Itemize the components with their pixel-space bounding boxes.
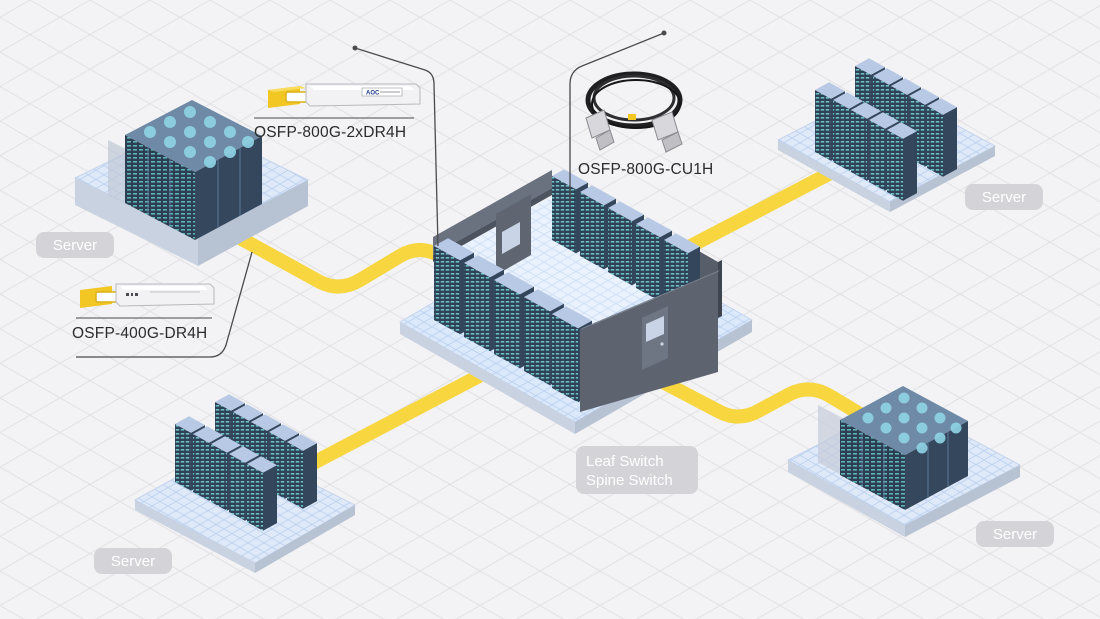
rack-top-face [251,414,281,431]
rack-top-face [855,58,885,75]
rack-top-face [664,233,700,254]
rack-top-face [494,272,534,295]
rack-front-face [287,442,303,509]
label-osfp-800g-2xdr4h: OSFP-800G-2xDR4H [254,124,406,141]
rack-front-face [494,280,520,369]
rack-top-face [552,306,592,329]
rack-front-face [552,176,576,254]
server-tag-top-right: Server [965,184,1043,210]
label-osfp-800g-cu1h: OSFP-800G-CU1H [578,161,713,178]
leader-800g-cable [569,32,665,202]
leader-dots [352,30,667,51]
rack-side-face [903,131,917,201]
server-tag-bottom-left: Server [94,548,172,574]
rack-top-face [229,446,259,463]
link-top-left [233,231,477,294]
rack-front-face [608,208,632,286]
server-tag-bottom-left-text: Server [111,553,155,570]
rack-top-face [269,424,299,441]
rack-front-face [193,434,209,501]
rack-front-face [434,246,460,335]
racks-center-back-row [552,169,700,318]
rack-front-face [247,464,263,531]
center-switch-tag: Leaf Switch Spine Switch [576,446,698,494]
leader-lines [76,32,665,358]
rack-front-face [524,297,550,386]
rack-top-face [608,201,644,222]
rack-top-face [636,217,672,238]
rack-side-face [303,443,317,509]
rack-top-face [464,255,504,278]
center-tag-spine-switch: Spine Switch [586,472,673,489]
rack-front-face [552,314,578,403]
rack-front-face [229,454,245,521]
racks-center-front-row [434,238,592,403]
server-tag-top-left: Server [36,232,114,258]
rack-top-face [215,394,245,411]
link-bottom-right [633,363,867,424]
rack-top-face [233,404,263,421]
server-tag-bottom-right: Server [976,521,1054,547]
rack-top-face [211,436,241,453]
rack-front-face [851,110,867,181]
rack-top-face [287,434,317,451]
osfp-400g-dr4h-module [80,283,215,308]
rack-front-face [175,424,191,491]
rack-side-face [943,107,957,177]
rack-top-face [909,88,939,105]
rack-side-face [263,465,277,531]
rack-front-face [211,444,227,511]
rack-front-face [869,120,885,191]
rack-front-face [815,90,831,161]
rack-top-face [580,185,616,206]
rack-front-face [833,100,849,171]
osfp-800g-2xdr4h-module: AOC [268,83,421,108]
rack-top-face [193,426,223,443]
rack-top-face [891,78,921,95]
rack-front-face [580,192,604,270]
rack-top-face [434,238,474,261]
link-bottom-left [293,358,507,477]
rack-top-face [175,416,205,433]
server-tag-top-right-text: Server [982,189,1026,206]
server-rack [287,434,317,509]
rack-front-face [636,224,660,302]
rack-top-face [869,112,899,129]
server-tag-top-left-text: Server [53,237,97,254]
rack-top-face [851,102,881,119]
label-osfp-400g-dr4h: OSFP-400G-DR4H [72,325,207,342]
rack-top-face [815,82,845,99]
rack-front-face [464,263,490,352]
osfp-800g-cu1h-cable [585,71,683,153]
rack-top-face [887,122,917,139]
rack-top-face [873,68,903,85]
rack-top-face [247,456,277,473]
rack-front-face [887,130,903,201]
data-center-front-wall [580,270,720,412]
rack-top-face [524,289,564,312]
rack-front-face [927,106,943,177]
module-brand-logo: AOC [366,91,380,97]
server-cluster-top-left [73,100,310,266]
center-tag-leaf-switch: Leaf Switch [586,453,664,470]
leader-400g-transceiver [76,251,253,358]
server-rack [927,98,957,177]
racks-top-right [815,58,957,201]
racks-bottom-left [175,394,317,531]
server-rack [887,122,917,201]
leader-800g-transceiver [354,47,439,247]
server-cluster-bottom-right [786,386,1022,537]
rack-top-face [927,98,957,115]
label-underlines [76,117,414,319]
server-rack [247,456,277,531]
rack-top-face [833,92,863,109]
server-tag-bottom-right-text: Server [993,526,1037,543]
